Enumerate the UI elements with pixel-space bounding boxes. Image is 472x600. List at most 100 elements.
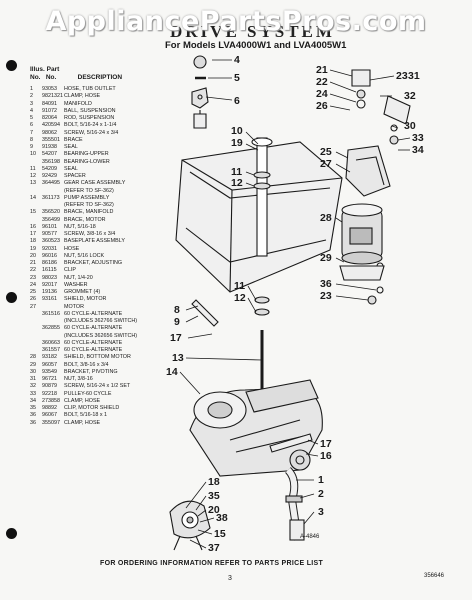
legend-description: GROMMET (4) (64, 289, 101, 295)
callout-14: 14 (166, 366, 178, 378)
legend-illus-no: 33 (30, 390, 36, 397)
callout-3: 3 (318, 506, 324, 518)
legend-part-no: 98023 (42, 274, 57, 281)
pivoting-bracket (383, 95, 411, 125)
legend-part-no: 98062 (42, 129, 57, 136)
callout-8: 8 (174, 304, 180, 316)
legend-illus-no: 2 (30, 93, 33, 100)
callout-23: 23 (396, 70, 408, 82)
callout-17: 17 (170, 332, 182, 344)
legend-part-no: 96721 (42, 376, 57, 382)
legend-description: SEAL (64, 165, 78, 172)
callout-35: 35 (208, 490, 220, 502)
binder-hole (6, 292, 17, 303)
legend-description: SCREW, 3/8-16 x 3/4 (64, 231, 116, 237)
callout-28: 28 (320, 212, 332, 224)
legend-part-no: 96057 (42, 361, 57, 368)
legend-description: SHIELD, BOTTOM MOTOR (64, 354, 131, 361)
legend-description: HOSE, TUB OUTLET (64, 86, 116, 92)
callout-4: 4 (234, 54, 240, 66)
legend-part-no: 19136 (42, 289, 57, 295)
legend-header-part-no: No. (45, 74, 57, 81)
legend-description: (INCLUDES 362766 SWITCH) (64, 318, 138, 324)
callout-19: 19 (231, 137, 243, 149)
legend-description: WASHER (64, 281, 88, 288)
legend-part-no: 93053 (42, 86, 57, 92)
callout-36: 36 (320, 278, 332, 290)
legend-illus-no: 29 (30, 361, 36, 368)
legend-row: (REFER TO SF-362) (30, 188, 180, 195)
legend-illus-no: 9 (30, 144, 33, 150)
legend-part-no: 360663 (42, 339, 60, 346)
callout-37: 37 (208, 542, 220, 554)
legend-description: PUMP ASSEMBLY (64, 194, 110, 201)
legend-description: CLIP (64, 267, 76, 274)
legend-description: BRACE, MOTOR (64, 216, 106, 223)
legend-illus-no: 14 (30, 194, 36, 201)
legend-part-no: 96067 (42, 412, 57, 419)
legend-illus-no: 19 (30, 245, 36, 252)
binder-hole (6, 528, 17, 539)
legend-row: 31 96721 NUT, 3/8-16 (30, 376, 180, 383)
legend-part-no: 93161 (42, 296, 57, 303)
legend-description: NUT, 5/16-18 (64, 223, 96, 230)
legend-illus-no: 5 (30, 115, 33, 121)
legend-description: SEAL (64, 144, 78, 150)
callout-38: 38 (216, 512, 228, 524)
legend-description: PULLEY-60 CYCLE (64, 390, 112, 397)
callout-34: 34 (412, 144, 424, 156)
page-number: 3 (228, 575, 232, 582)
legend-description: NUT, 3/8-16 (64, 376, 93, 382)
legend-part-no: 86186 (42, 260, 57, 266)
legend-header-desc: DESCRIPTION (77, 74, 123, 81)
legend-header: Illus. Part No. No. DESCRIPTION (30, 66, 180, 82)
legend-description: BASEPLATE ASSEMBLY (64, 238, 125, 245)
callout-5: 5 (234, 72, 240, 84)
legend-illus-no: 11 (30, 165, 36, 172)
legend-part-no: 355097 (42, 419, 60, 426)
legend-description: BRACKET, ADJUSTING (64, 260, 123, 266)
legend-description: SPACER (64, 173, 86, 179)
legend-illus-no: 22 (30, 267, 36, 274)
legend-description: HOSE (64, 245, 80, 252)
legend-row: 36 355097 CLAMP, HOSE (30, 420, 180, 427)
legend-illus-no: 30 (30, 368, 36, 375)
callout-23-lower: 23 (320, 290, 332, 302)
legend-part-no: 420594 (42, 122, 60, 129)
legend-illus-no: 10 (30, 151, 36, 158)
legend-part-no: 91938 (42, 144, 57, 150)
legend-part-no: 9821321 (42, 93, 63, 100)
legend-description: (REFER TO SF-362) (64, 187, 114, 194)
legend-illus-no: 8 (30, 136, 33, 143)
watermark: AppliancePartsPros.com (45, 6, 427, 37)
legend-illus-no: 31 (30, 376, 36, 382)
page-title: DRIVE SYSTEM (170, 22, 335, 41)
legend-illus-no: 25 (30, 289, 36, 295)
legend-description: BEARING-LOWER (64, 158, 110, 165)
legend-illus-no: 36 (30, 419, 36, 426)
legend-illus-no: 26 (30, 296, 36, 303)
legend-description: MANIFOLD (64, 100, 92, 107)
legend-description: CLAMP, HOSE (64, 419, 101, 426)
legend-illus-no: 3 (30, 100, 33, 107)
legend-part-no: 362855 (42, 325, 60, 332)
legend-description: 60 CYCLE-ALTERNATE (64, 310, 123, 317)
legend-description: SCREW, 5/16-24 x 3/4 (64, 129, 119, 136)
